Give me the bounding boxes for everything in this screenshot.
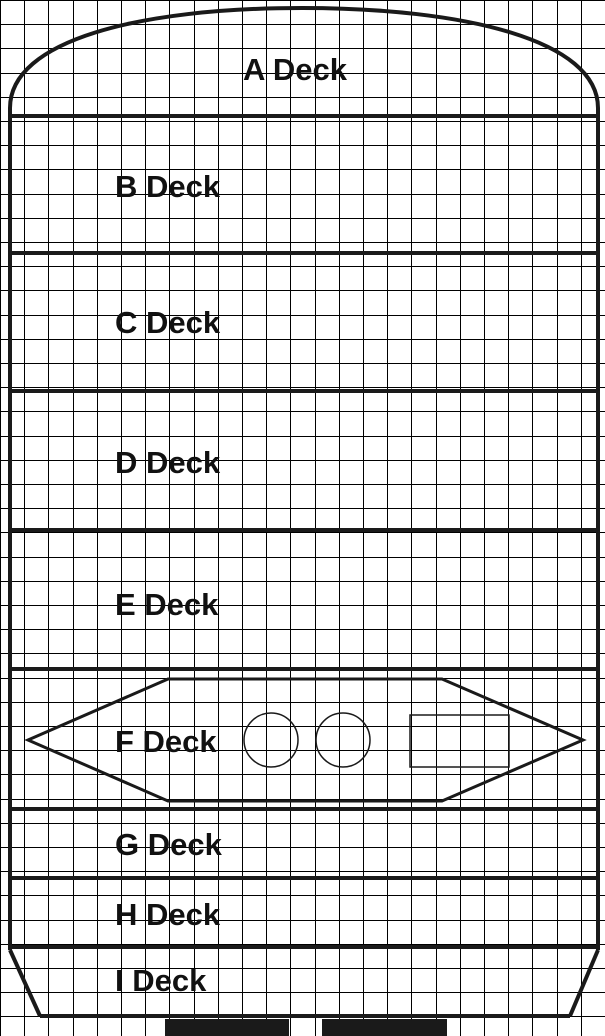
deck-label-c: C Deck (115, 305, 221, 340)
deck-label-e: E Deck (115, 587, 219, 622)
deck-label-i: I Deck (115, 963, 207, 998)
deck-label-b: B Deck (115, 169, 221, 204)
deck-label-a: A Deck (243, 52, 348, 87)
deck-label-h: H Deck (115, 897, 221, 932)
landing-pad-right (322, 1019, 447, 1036)
deck-label-g: G Deck (115, 827, 223, 862)
landing-pad-left (165, 1019, 289, 1036)
deck-label-f: F Deck (115, 724, 217, 759)
deck-label-d: D Deck (115, 445, 221, 480)
